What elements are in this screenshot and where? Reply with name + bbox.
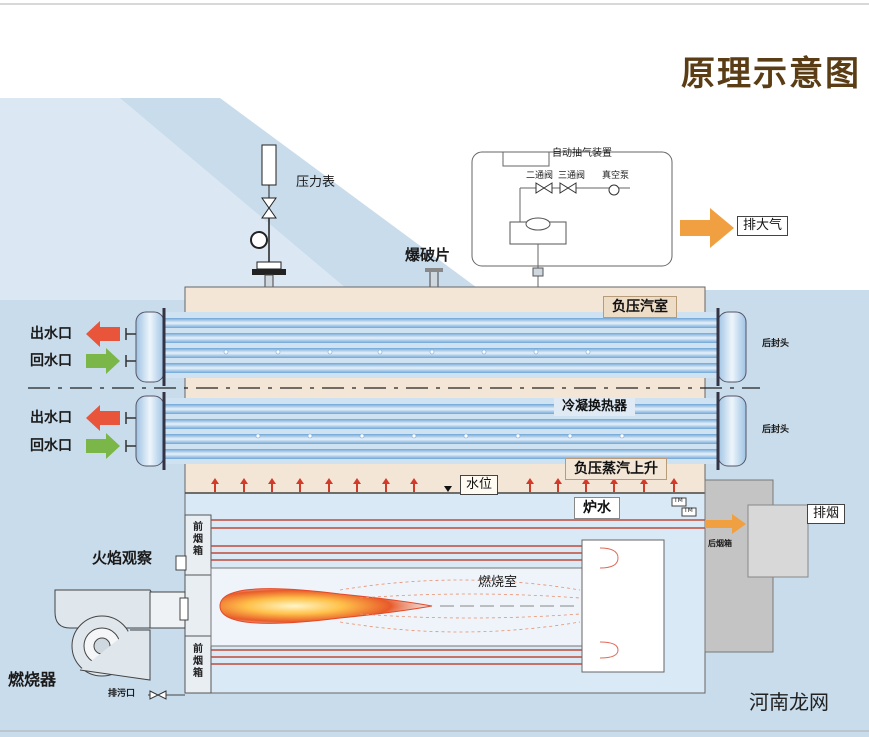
outlet-arrow-icon xyxy=(86,405,120,431)
vacuum-pump-icon xyxy=(608,184,620,196)
combustion-chamber-label: 燃烧室 xyxy=(478,575,518,590)
front-head-lower xyxy=(135,392,166,470)
return-arrow-icon xyxy=(86,433,120,459)
rear-head-upper xyxy=(716,308,747,386)
rear-smoke-box-label: 后烟箱 xyxy=(708,539,732,548)
exhaust-to-air-label: 排大气 xyxy=(737,216,789,237)
rear-turning-chamber xyxy=(581,539,665,673)
return-label: 回水口 xyxy=(30,438,72,454)
water-level-label: 水位 xyxy=(460,475,499,496)
vacuum-pump-label: 真空泵 xyxy=(602,171,630,181)
three-way-valve-label: 三通阀 xyxy=(558,171,586,181)
watermark: 河南龙网 xyxy=(749,690,829,714)
rupture-disc-label: 爆破片 xyxy=(405,246,451,264)
flame-observation-port-icon xyxy=(175,555,187,571)
front-smoke-box-label: 前烟箱 xyxy=(193,644,203,679)
pressure-gauge-label: 压力表 xyxy=(296,175,336,190)
pressure-gauge-icon xyxy=(250,144,286,288)
water-level-marker-icon xyxy=(444,486,452,492)
rear-head-label: 后封头 xyxy=(762,425,790,435)
three-way-valve-icon xyxy=(559,182,577,194)
rupture-disc-icon xyxy=(429,269,439,289)
flame-icon xyxy=(219,588,433,624)
drain-outlet-label: 排污口 xyxy=(108,689,136,699)
steam-rising-label: 负压蒸汽上升 xyxy=(565,458,667,480)
rear-head-lower xyxy=(716,392,747,470)
front-head-upper xyxy=(135,308,166,386)
tube-bundle-lower xyxy=(150,398,730,464)
flue-exhaust-label: 排烟 xyxy=(807,504,846,525)
steam-chamber-label: 负压汽室 xyxy=(603,296,677,318)
auto-exhaust-label: 自动抽气装置 xyxy=(552,148,612,159)
exhaust-device-label-box xyxy=(502,151,550,167)
burner-label: 燃烧器 xyxy=(8,670,57,689)
return-arrow-icon xyxy=(86,348,120,374)
exhaust-device-frame xyxy=(471,151,673,267)
tm-label: TM xyxy=(684,507,693,514)
tm-label: TM xyxy=(674,497,683,504)
boiler-water-label: 炉水 xyxy=(574,497,620,519)
exhaust-to-air-arrow-icon xyxy=(680,208,734,248)
return-label: 回水口 xyxy=(30,353,72,369)
steam-rising-arrows xyxy=(211,478,678,492)
outlet-arrow-icon xyxy=(86,321,120,347)
flue-arrow-icon xyxy=(705,514,746,534)
outlet-label: 出水口 xyxy=(30,410,72,426)
tube-bundle-upper xyxy=(150,312,730,378)
drain-valve-icon xyxy=(149,690,167,700)
flame-observation-label: 火焰观察 xyxy=(92,549,153,567)
page-title: 原理示意图 xyxy=(681,54,861,94)
rear-head-label: 后封头 xyxy=(762,339,790,349)
two-way-valve-label: 二通阀 xyxy=(526,171,554,181)
outlet-label: 出水口 xyxy=(30,326,72,342)
two-way-valve-icon xyxy=(535,182,553,194)
front-smoke-box-label: 前烟箱 xyxy=(193,522,203,557)
burner-icon xyxy=(54,589,189,681)
condenser-label: 冷凝换热器 xyxy=(554,397,636,416)
